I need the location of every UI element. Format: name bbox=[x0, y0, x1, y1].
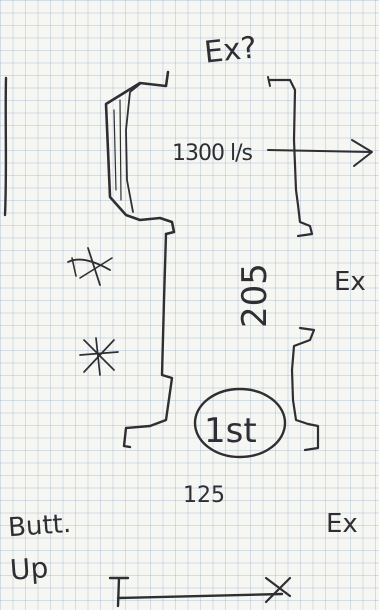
label-butt-line1: Butt. bbox=[7, 509, 72, 543]
right-lower-bracket bbox=[290, 326, 320, 452]
upper-wall-hatch bbox=[113, 99, 122, 201]
upper-wall-outline bbox=[104, 70, 176, 236]
bottom-left-tick bbox=[108, 576, 130, 608]
label-ex-right: Ex bbox=[334, 267, 366, 297]
label-top-question: Ex? bbox=[203, 30, 259, 70]
left-edge-stroke bbox=[3, 76, 8, 217]
bottom-right-tick bbox=[264, 576, 292, 604]
label-ex-bottom-right: Ex bbox=[326, 509, 358, 539]
bracket-top-tick bbox=[267, 76, 271, 87]
label-height: 205 bbox=[235, 263, 275, 328]
bottom-dimension-line bbox=[116, 592, 284, 600]
label-floor: 1st bbox=[204, 411, 257, 451]
asterisk-mark-lower bbox=[79, 337, 119, 376]
flow-arrow-shaft bbox=[267, 149, 371, 153]
upper-wall-inner-line bbox=[125, 83, 141, 213]
main-wall-line bbox=[122, 232, 174, 449]
label-butt-line2: Up bbox=[9, 551, 49, 587]
flow-arrow-head bbox=[351, 139, 373, 167]
label-width: 125 bbox=[183, 483, 225, 508]
floor-circle bbox=[193, 387, 287, 459]
label-flow-rate: 1300 l/s bbox=[172, 141, 253, 166]
asterisk-mark-upper bbox=[67, 247, 113, 286]
right-upper-bracket bbox=[268, 78, 314, 238]
